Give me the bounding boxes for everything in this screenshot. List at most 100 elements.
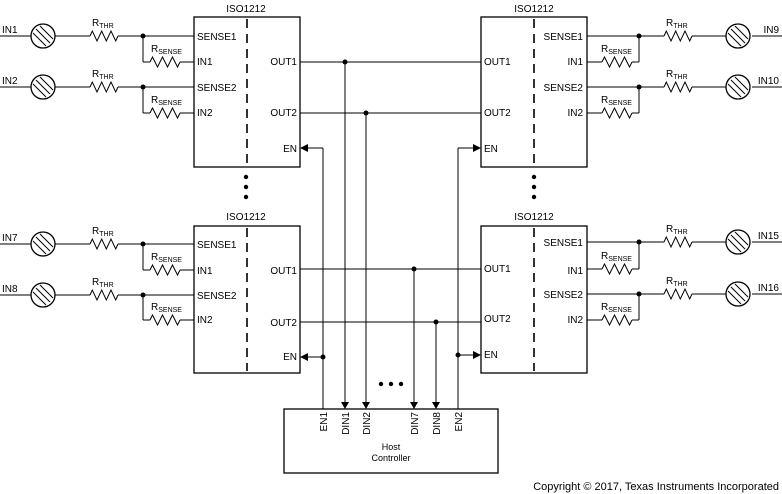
rthr-label: RTHR xyxy=(666,224,688,236)
pin-in1: IN1 xyxy=(567,266,583,277)
pin-out1: OUT1 xyxy=(484,264,511,275)
pin-in1: IN1 xyxy=(197,57,213,68)
chip-label: ISO1212 xyxy=(226,212,266,223)
pin-out2: OUT2 xyxy=(484,314,511,325)
pin-sense1: SENSE1 xyxy=(197,32,237,43)
input-source-icon xyxy=(725,281,751,307)
rthr-label: RTHR xyxy=(92,69,114,81)
rsense-resistor xyxy=(601,106,633,120)
pin-in1: IN1 xyxy=(197,266,213,277)
input-label: IN7 xyxy=(2,233,18,244)
pin-sense1: SENSE1 xyxy=(544,32,584,43)
input-networks: IN1RTHRRSENSEIN2RTHRRSENSEIN7RTHRRSENSEI… xyxy=(0,18,782,327)
rthr-resistor xyxy=(663,287,693,301)
host-pin-en1: EN1 xyxy=(319,412,330,432)
host-pin-din2: DIN2 xyxy=(362,412,373,435)
host-pin-din1: DIN1 xyxy=(341,412,352,435)
host-controller-body xyxy=(283,408,499,474)
pin-sense1: SENSE1 xyxy=(197,240,237,251)
rsense-resistor xyxy=(601,313,633,327)
chip-label: ISO1212 xyxy=(514,4,554,15)
rthr-resistor xyxy=(663,235,693,249)
input-network-in7: IN7 RTHR RSENSE xyxy=(0,226,194,277)
pin-sense2: SENSE2 xyxy=(544,83,584,94)
rthr-label: RTHR xyxy=(92,18,114,30)
rsense-label: RSENSE xyxy=(601,302,632,314)
pin-out1: OUT1 xyxy=(270,57,297,68)
input-network-in1: IN1 RTHR RSENSE xyxy=(0,18,194,69)
continuation-dots-left xyxy=(243,174,249,200)
pin-in2: IN2 xyxy=(567,108,583,119)
pin-in2: IN2 xyxy=(567,315,583,326)
pin-out2: OUT2 xyxy=(270,318,297,329)
iso1212-top-left: ISO1212 SENSE1 IN1 SENSE2 IN2 OUT1 OUT2 … xyxy=(193,4,301,168)
rthr-resistor xyxy=(663,80,693,94)
host-controller: EN1 DIN1 DIN2 DIN7 DIN8 EN2 Host Control… xyxy=(283,408,499,474)
rsense-label: RSENSE xyxy=(151,95,182,107)
rthr-resistor xyxy=(89,80,119,94)
rsense-resistor xyxy=(149,313,181,327)
input-label: IN2 xyxy=(2,76,18,87)
pin-sense2: SENSE2 xyxy=(197,83,237,94)
pin-sense2: SENSE2 xyxy=(544,290,584,301)
rsense-label: RSENSE xyxy=(151,252,182,264)
pin-en: EN xyxy=(484,144,498,155)
pin-out1: OUT1 xyxy=(484,57,511,68)
input-label: IN10 xyxy=(758,76,780,87)
input-source-icon xyxy=(30,231,56,257)
input-source-icon xyxy=(30,23,56,49)
input-label: IN8 xyxy=(2,284,18,295)
copyright-notice: Copyright © 2017, Texas Instruments Inco… xyxy=(533,481,779,493)
rsense-label: RSENSE xyxy=(151,44,182,56)
input-source-icon xyxy=(30,74,56,100)
rsense-label: RSENSE xyxy=(601,44,632,56)
input-network-in2: IN2 RTHR RSENSE xyxy=(0,69,194,120)
rthr-label: RTHR xyxy=(92,277,114,289)
pin-sense2: SENSE2 xyxy=(197,291,237,302)
iso1212-top-right: ISO1212 OUT1 OUT2 EN SENSE1 IN1 SENSE2 I… xyxy=(480,4,588,168)
rthr-label: RTHR xyxy=(666,69,688,81)
input-source-icon xyxy=(725,229,751,255)
rsense-resistor xyxy=(149,106,181,120)
rthr-resistor xyxy=(89,29,119,43)
host-pin-en2: EN2 xyxy=(454,412,465,432)
rthr-resistor xyxy=(89,288,119,302)
rthr-resistor xyxy=(663,29,693,43)
pin-in2: IN2 xyxy=(197,108,213,119)
input-label: IN1 xyxy=(2,25,18,36)
input-source-icon xyxy=(30,282,56,308)
rsense-resistor xyxy=(149,55,181,69)
pin-en: EN xyxy=(283,144,297,155)
input-label: IN16 xyxy=(758,283,780,294)
host-label-line2: Controller xyxy=(371,453,410,463)
input-network-in10: IN10 RTHR RSENSE xyxy=(587,69,782,120)
pin-out1: OUT1 xyxy=(270,266,297,277)
chip-label: ISO1212 xyxy=(226,4,266,15)
continuation-dots-host xyxy=(378,381,404,387)
rsense-resistor xyxy=(601,262,633,276)
host-pin-din8: DIN8 xyxy=(432,412,443,435)
input-source-icon xyxy=(725,23,751,49)
host-label-line1: Host xyxy=(382,442,401,452)
pin-en: EN xyxy=(283,352,297,363)
iso1212-bottom-right: ISO1212 OUT1 OUT2 EN SENSE1 IN1 SENSE2 I… xyxy=(480,212,588,374)
enable-bus xyxy=(300,144,481,409)
input-network-in15: IN15 RTHR RSENSE xyxy=(587,224,782,276)
chip-label: ISO1212 xyxy=(514,212,554,223)
pin-in1: IN1 xyxy=(567,57,583,68)
rthr-label: RTHR xyxy=(666,18,688,30)
input-label: IN15 xyxy=(758,231,780,242)
rsense-resistor xyxy=(149,263,181,277)
output-bus xyxy=(300,59,481,409)
rsense-label: RSENSE xyxy=(601,251,632,263)
rthr-label: RTHR xyxy=(92,226,114,238)
pin-en: EN xyxy=(484,350,498,361)
host-pin-din7: DIN7 xyxy=(410,412,421,435)
rsense-label: RSENSE xyxy=(601,95,632,107)
pin-out2: OUT2 xyxy=(484,108,511,119)
pin-out2: OUT2 xyxy=(270,108,297,119)
